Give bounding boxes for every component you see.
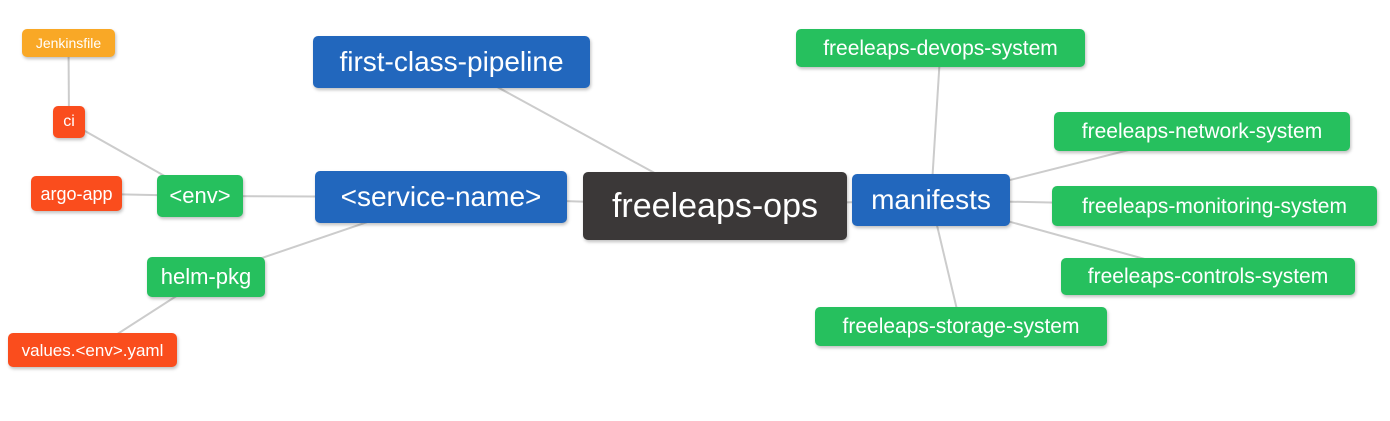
node-freeleaps-controls-system[interactable]: freeleaps-controls-system	[1061, 258, 1355, 295]
node-freeleaps-monitoring-system[interactable]: freeleaps-monitoring-system	[1052, 186, 1377, 226]
node-first-class-pipeline[interactable]: first-class-pipeline	[313, 36, 590, 88]
node-values-env-yaml[interactable]: values.<env>.yaml	[8, 333, 177, 367]
node-ci[interactable]: ci	[53, 106, 85, 138]
node-jenkinsfile[interactable]: Jenkinsfile	[22, 29, 115, 57]
node-freeleaps-network-system[interactable]: freeleaps-network-system	[1054, 112, 1350, 151]
node-helm-pkg[interactable]: helm-pkg	[147, 257, 265, 297]
node-freeleaps-storage-system[interactable]: freeleaps-storage-system	[815, 307, 1107, 346]
node-argo-app[interactable]: argo-app	[31, 176, 122, 211]
node-freeleaps-ops[interactable]: freeleaps-ops	[583, 172, 847, 240]
node-freeleaps-devops-system[interactable]: freeleaps-devops-system	[796, 29, 1085, 67]
node-service-name[interactable]: <service-name>	[315, 171, 567, 223]
node-manifests[interactable]: manifests	[852, 174, 1010, 226]
node-env[interactable]: <env>	[157, 175, 243, 217]
